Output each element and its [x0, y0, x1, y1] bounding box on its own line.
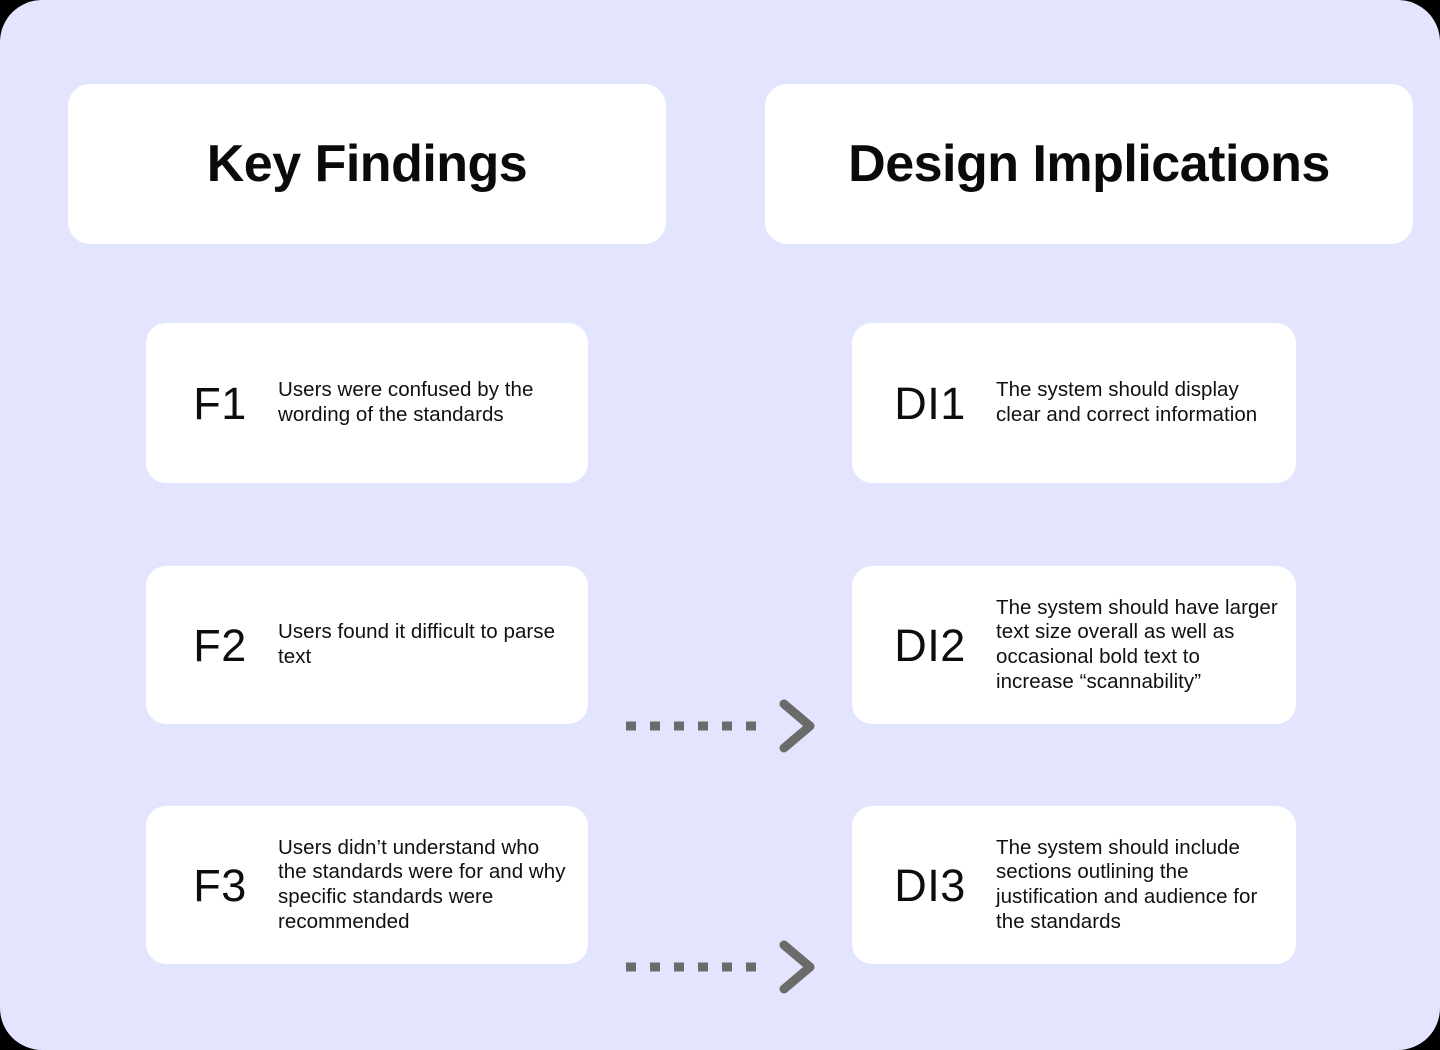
implication-card-di1[interactable]: DI1 The system should display clear and … [852, 323, 1296, 483]
implication-code-di1: DI1 [894, 377, 966, 429]
implication-card-di3[interactable]: DI3 The system should include sections o… [852, 806, 1296, 964]
finding-text-f3: Users didn’t understand who the standard… [278, 835, 566, 933]
finding-text-f1: Users were confused by the wording of th… [278, 378, 534, 426]
implication-text-di3: The system should include sections outli… [996, 835, 1258, 933]
finding-card-f3[interactable]: F3 Users didn’t understand who the stand… [146, 806, 588, 964]
key-findings-header-card: Key Findings [68, 84, 666, 244]
design-implications-title: Design Implications [848, 134, 1330, 193]
finding-code-f3: F3 [193, 859, 247, 911]
implication-code-di3: DI3 [894, 859, 966, 911]
implication-code-di2: DI2 [894, 619, 966, 671]
design-implications-header-card: Design Implications [765, 84, 1413, 244]
finding-card-f1[interactable]: F1 Users were confused by the wording of… [146, 323, 588, 483]
dashed-arrow-icon-2 [626, 940, 815, 994]
dashed-arrow-icon-1 [626, 699, 815, 753]
implication-card-di2[interactable]: DI2 The system should have larger text s… [852, 566, 1296, 724]
finding-text-f2: Users found it difficult to parse text [278, 620, 556, 668]
key-findings-title: Key Findings [206, 134, 528, 193]
implication-text-di1: The system should display clear and corr… [996, 378, 1258, 426]
finding-card-f2[interactable]: F2 Users found it difficult to parse tex… [146, 566, 588, 724]
finding-code-f1: F1 [193, 377, 247, 429]
finding-code-f2: F2 [193, 619, 247, 671]
implication-text-di2: The system should have larger text size … [996, 595, 1278, 693]
